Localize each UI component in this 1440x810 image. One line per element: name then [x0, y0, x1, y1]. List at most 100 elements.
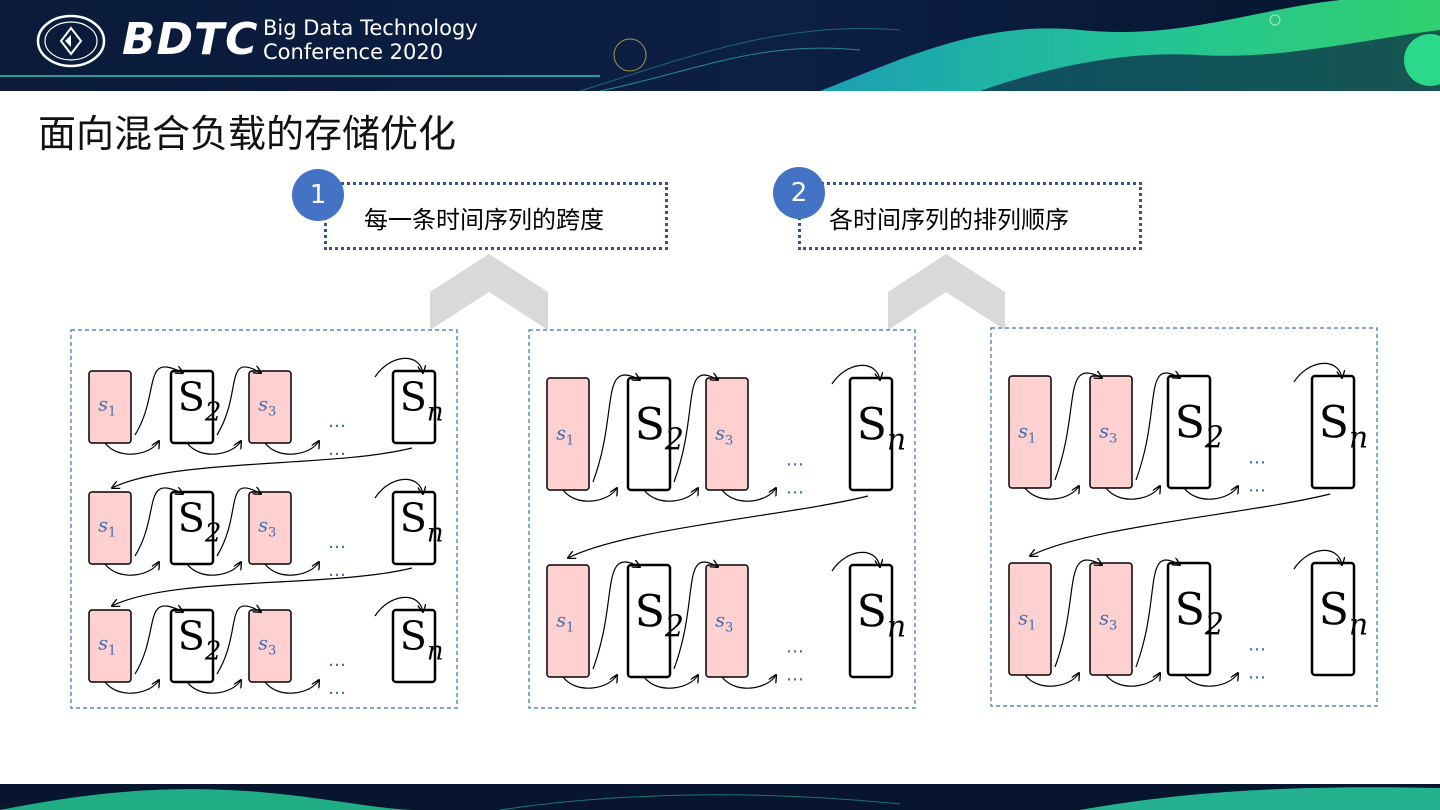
series-block-s2: [626, 563, 672, 679]
flow-arrow: [216, 488, 261, 557]
ellipsis-mark: …: [1248, 634, 1266, 655]
series-label-s2: S2: [635, 587, 684, 645]
flow-arrow: [112, 567, 413, 606]
flow-arrow: [643, 675, 698, 689]
callout-badge-2: 2: [773, 167, 825, 219]
ellipsis-mark: …: [328, 560, 346, 581]
flow-arrow: [568, 495, 869, 558]
flow-arrow: [1135, 373, 1180, 481]
series-block-sn: [391, 369, 437, 445]
series-block-s1: [88, 491, 132, 565]
series-block-s1: [546, 377, 590, 491]
ellipsis-mark: …: [1248, 447, 1266, 468]
series-block-s2: [169, 369, 215, 445]
flow-arrow: [104, 562, 159, 576]
series-block-s3: [248, 491, 292, 565]
series-label-sn: Sn: [400, 375, 444, 428]
series-block-sn: [1310, 374, 1356, 490]
series-label-s2: S2: [178, 614, 222, 667]
flow-arrow: [104, 441, 159, 455]
series-label-sn: Sn: [400, 614, 444, 667]
panel-1-border: [70, 329, 458, 709]
flow-arrow: [1054, 560, 1102, 668]
series-label-s1: s1: [1018, 421, 1036, 447]
flow-arrow: [831, 551, 880, 572]
flow-arrow: [1105, 486, 1160, 500]
series-label-s2: S2: [178, 375, 222, 428]
series-block-s3: [248, 609, 292, 683]
series-block-s1: [88, 609, 132, 683]
flow-arrow: [1135, 560, 1180, 668]
ellipsis-mark: …: [328, 650, 346, 671]
flow-arrow: [1293, 362, 1342, 383]
ellipsis-mark: …: [328, 439, 346, 460]
flow-arrow: [216, 606, 261, 675]
chevron-arrow-left: [430, 254, 548, 330]
flow-arrow: [134, 488, 183, 557]
flow-arrow: [104, 680, 159, 694]
series-block-s1: [1008, 375, 1052, 489]
panel-3-border: [990, 327, 1378, 707]
ellipsis-mark: …: [786, 636, 804, 657]
series-block-s2: [626, 376, 672, 492]
series-block-s1: [88, 370, 132, 444]
flow-arrow: [134, 367, 183, 436]
ellipsis-mark: …: [328, 678, 346, 699]
flow-arrow: [1024, 673, 1079, 687]
series-label-s3: s3: [1099, 421, 1117, 447]
series-block-sn: [848, 563, 894, 679]
flow-arrow: [1054, 373, 1102, 481]
ellipsis-mark: …: [328, 532, 346, 553]
series-label-s3: s3: [258, 633, 276, 659]
series-label-sn: Sn: [857, 587, 906, 645]
flow-arrow: [592, 562, 640, 670]
series-label-s3: s3: [258, 515, 276, 541]
callout-text-2: 各时间序列的排列顺序: [829, 206, 1069, 234]
panel-2-border: [528, 329, 916, 709]
brand-wordmark: BDTC: [122, 14, 259, 65]
callout-box-2: [798, 182, 1142, 250]
flow-arrow: [673, 562, 718, 670]
series-block-s2: [1166, 561, 1212, 677]
series-label-s1: s1: [556, 610, 574, 636]
flow-arrow: [374, 357, 423, 378]
series-label-s1: s1: [98, 394, 116, 420]
brand-line-2: Conference 2020: [263, 40, 444, 64]
series-block-s2: [169, 490, 215, 566]
callout-box-1: [324, 182, 668, 250]
series-block-s3: [705, 377, 749, 491]
series-label-sn: Sn: [857, 400, 906, 458]
flow-arrow: [264, 441, 319, 455]
flow-arrow: [112, 447, 413, 488]
flow-arrow: [562, 488, 617, 502]
flow-arrow: [1293, 549, 1342, 570]
series-block-sn: [848, 376, 894, 492]
flow-arrow: [186, 680, 241, 694]
flow-arrow: [1105, 673, 1160, 687]
series-label-s2: S2: [635, 400, 684, 458]
flow-arrow: [186, 562, 241, 576]
header-banner: [0, 0, 1440, 91]
flow-arrow: [186, 441, 241, 455]
ellipsis-mark: …: [328, 411, 346, 432]
series-block-sn: [1310, 561, 1356, 677]
ellipsis-mark: …: [786, 449, 804, 470]
ellipsis-mark: …: [1248, 475, 1266, 496]
series-block-s2: [169, 608, 215, 684]
series-block-s2: [1166, 374, 1212, 490]
brand-line-1: Big Data Technology: [263, 16, 478, 40]
flow-arrow: [264, 680, 319, 694]
series-label-s1: s1: [1018, 608, 1036, 634]
series-label-s2: S2: [1175, 398, 1224, 456]
series-label-sn: Sn: [400, 496, 444, 549]
ellipsis-mark: …: [786, 664, 804, 685]
series-block-sn: [391, 490, 437, 566]
series-label-s2: S2: [178, 496, 222, 549]
series-label-s1: s1: [98, 515, 116, 541]
series-label-sn: Sn: [1319, 585, 1368, 643]
flow-arrow: [831, 364, 880, 385]
flow-arrow: [374, 596, 423, 617]
flow-arrow: [374, 478, 423, 499]
flow-arrow: [721, 675, 776, 689]
flow-arrow: [1183, 673, 1238, 687]
